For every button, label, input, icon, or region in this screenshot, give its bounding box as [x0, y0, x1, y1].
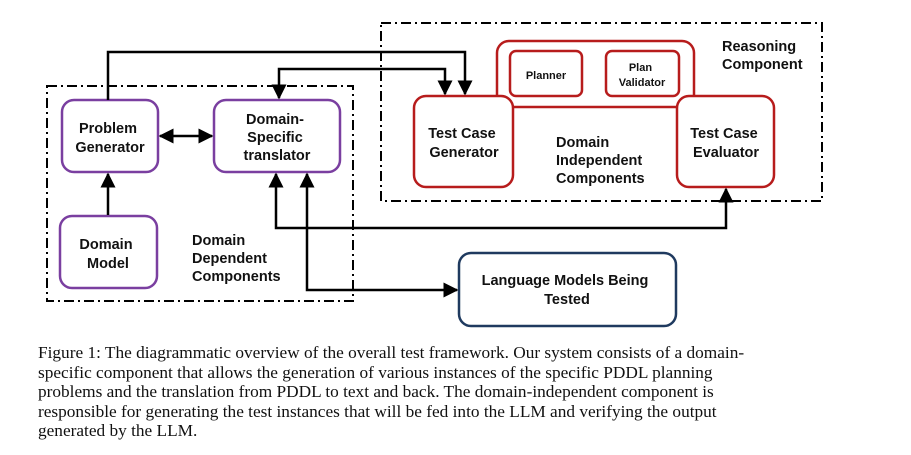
- domain-translator-label: Domain- Specific translator: [244, 112, 311, 164]
- domain-independent-region: [380, 22, 823, 202]
- planner-label: Planner: [526, 70, 567, 82]
- plan-validator-box: [604, 49, 681, 98]
- arrow-problem-generator-to-test-case-generator: [106, 50, 473, 100]
- domain-dependent-label: Domain Dependent Components: [192, 233, 281, 285]
- arrow-translator-language-models: [299, 172, 459, 298]
- problem-generator-label: Problem Generator: [75, 121, 145, 156]
- framework-diagram: Domain Dependent Components Domain Indep…: [46, 22, 823, 328]
- caption-line: Figure 1: The diagrammatic overview of t…: [38, 343, 745, 362]
- domain-dependent-region: [46, 85, 354, 302]
- planner-box: [508, 49, 584, 98]
- caption-line: specific component that allows the gener…: [38, 362, 713, 382]
- domain-model-label: Domain Model: [79, 237, 136, 272]
- language-models-label: Language Models Being Tested: [482, 273, 653, 308]
- figure-caption: Figure 1: The diagrammatic overview of t…: [38, 343, 838, 441]
- reasoning-component-box: [495, 39, 696, 109]
- caption-line: problems and the translation from PDDL t…: [38, 382, 714, 402]
- domain-model-box: [58, 214, 159, 290]
- caption-line: responsible for generating the test inst…: [38, 401, 717, 421]
- test-case-generator-label: Test Case Generator: [428, 126, 499, 161]
- domain-translator-box: [212, 98, 342, 174]
- test-case-evaluator-label: Test Case Evaluator: [690, 126, 761, 161]
- domain-independent-label: Domain Independent Components: [556, 135, 646, 187]
- language-models-box: [457, 251, 678, 328]
- arrow-translator-test-case-evaluator: [268, 172, 734, 230]
- reasoning-component-label: Reasoning Component: [722, 39, 803, 73]
- problem-generator-box: [60, 98, 160, 174]
- arrow-translator-test-case-generator: [271, 67, 453, 100]
- plan-validator-label: Plan Validator: [619, 62, 666, 89]
- caption-line: generated by the LLM.: [38, 421, 198, 441]
